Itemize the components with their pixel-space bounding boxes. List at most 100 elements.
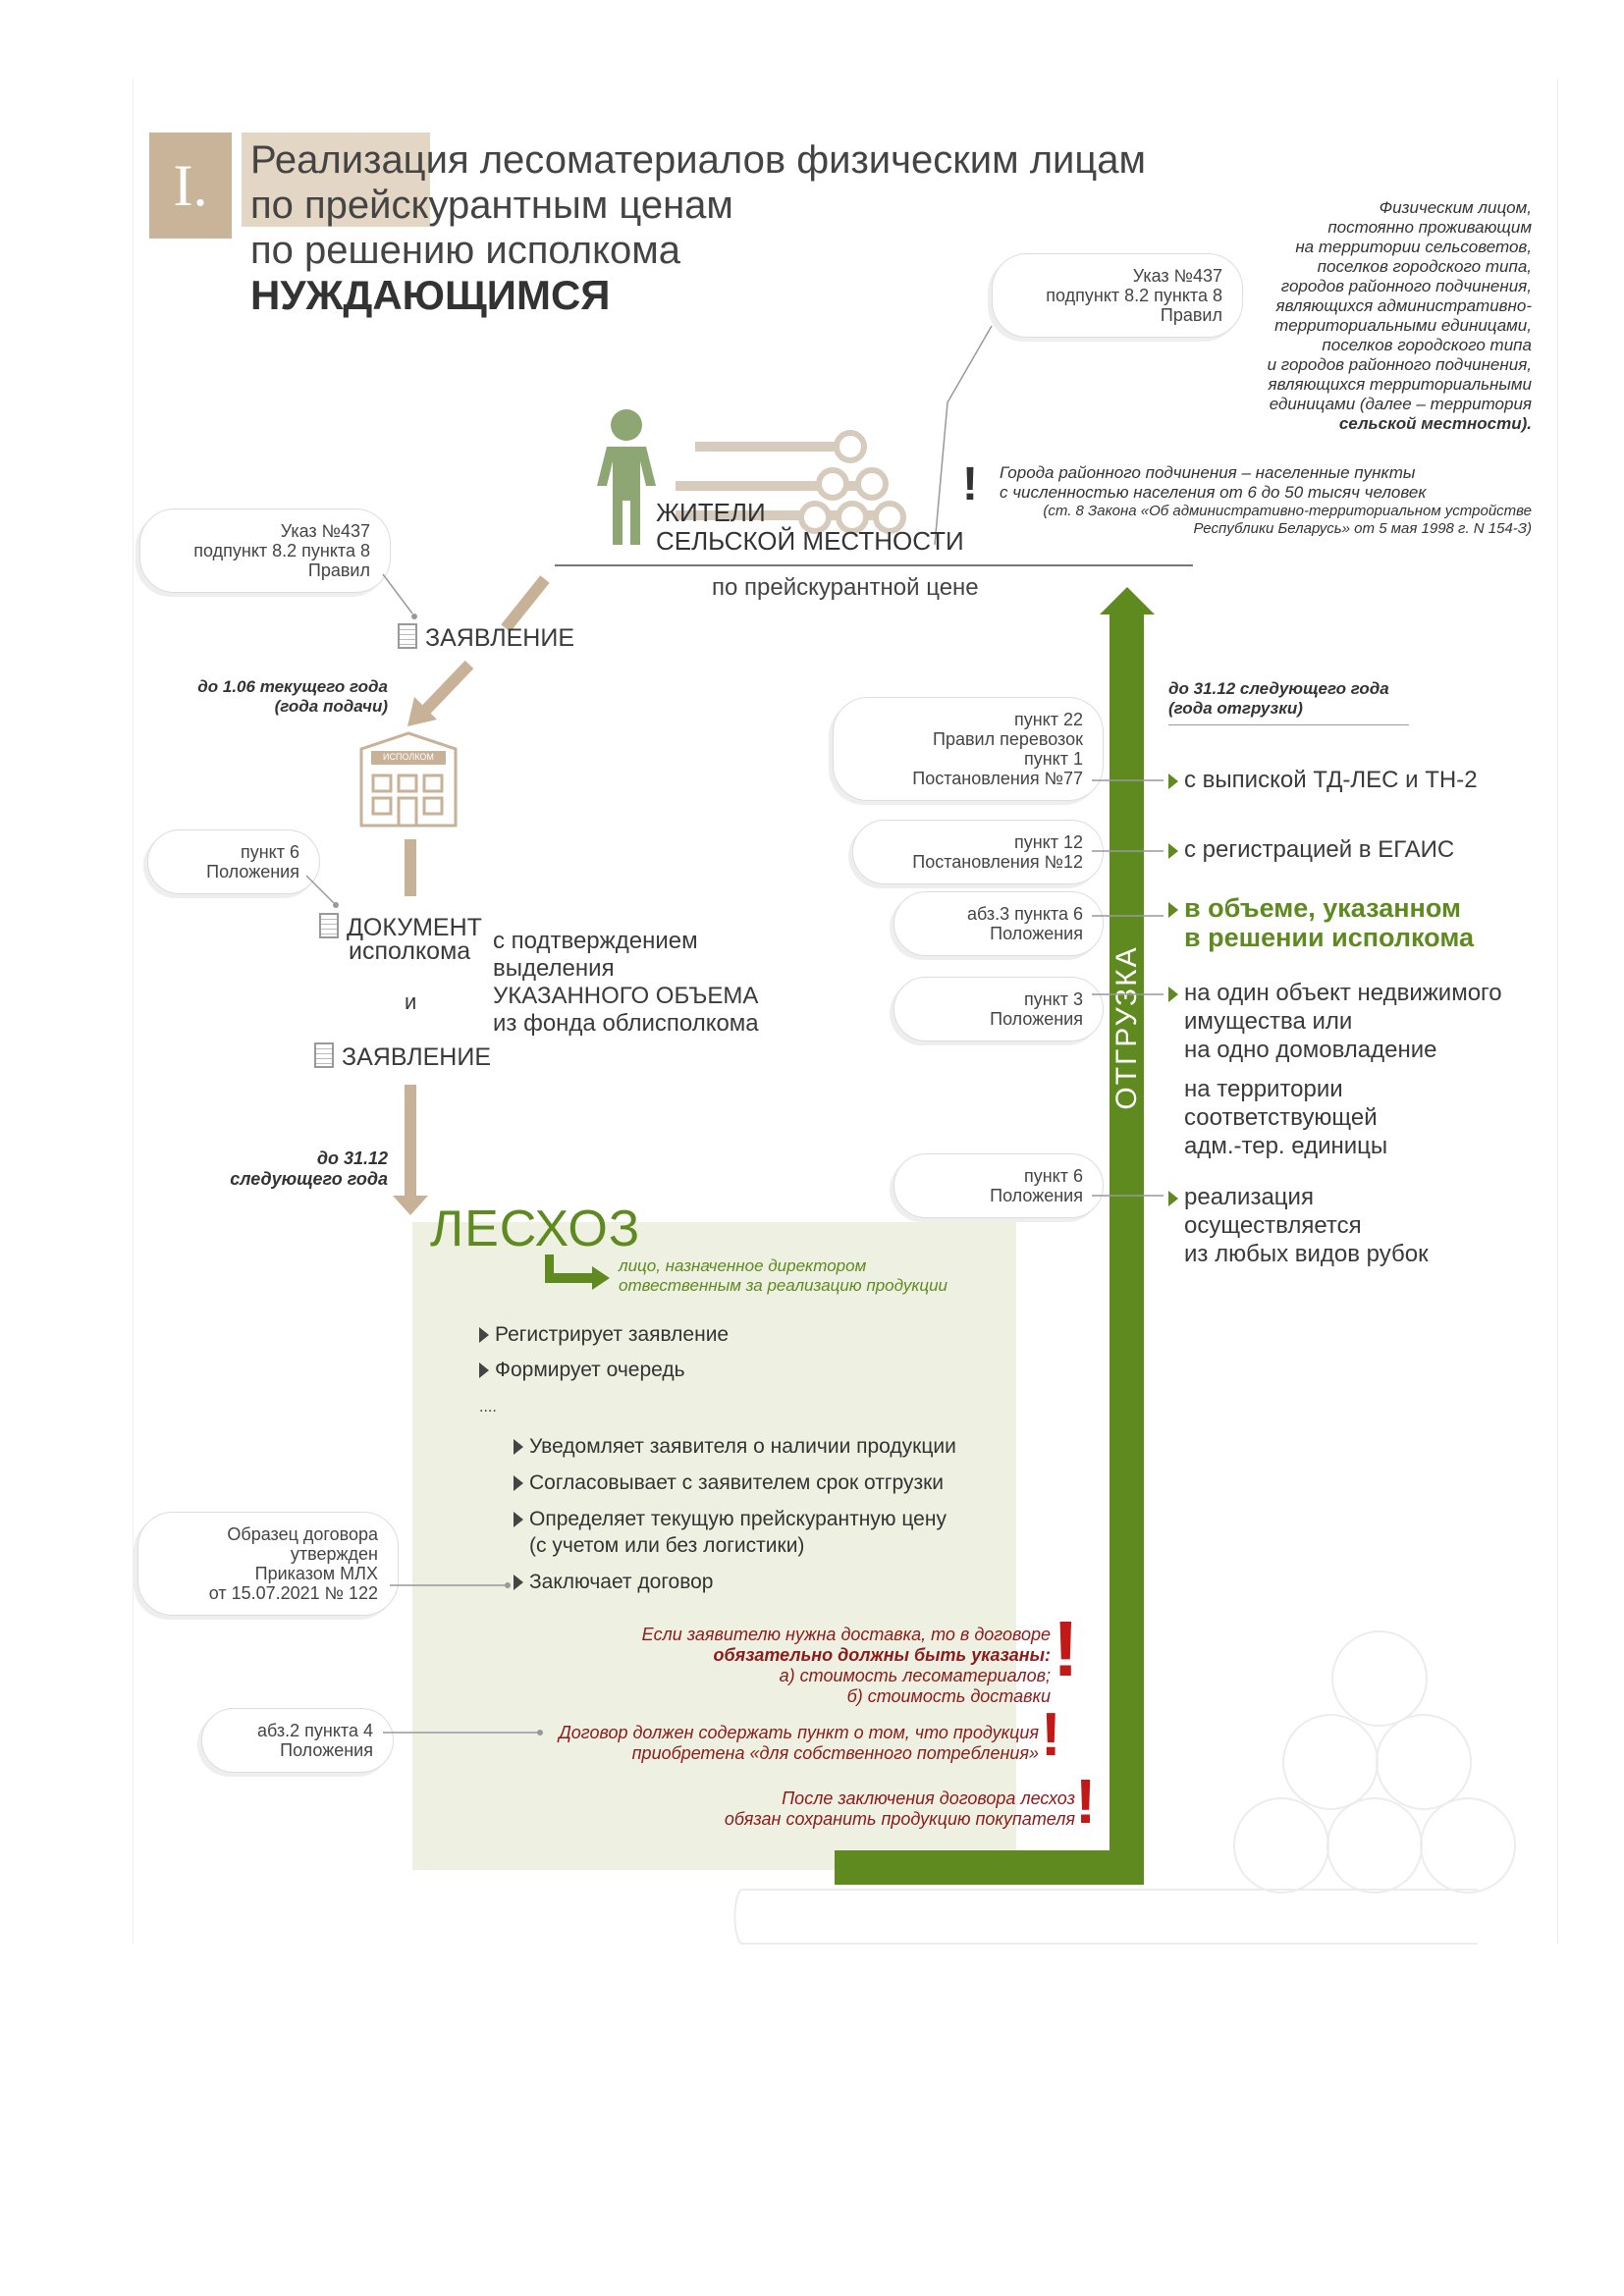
zayavlenie-1: ЗАЯВЛЕНИЕ — [398, 623, 574, 653]
condition-any-cutting: реализация осуществляется из любых видов… — [1168, 1183, 1429, 1268]
ref-text: Указ №437 — [1132, 266, 1222, 286]
ref-p22-p1: пункт 22 Правил перевозок пункт 1 Постан… — [833, 697, 1104, 801]
ref-text: Положения — [990, 1009, 1083, 1029]
leader-line-abz2 — [383, 1730, 543, 1735]
ref-text: пункт 1 — [1023, 749, 1083, 769]
ref-text: Постановления №12 — [912, 852, 1083, 872]
ref-text: Положения — [206, 862, 299, 881]
bullet-icon — [479, 1362, 489, 1379]
bullet-icon — [514, 1575, 523, 1591]
ref-text: от 15.07.2021 № 122 — [208, 1583, 378, 1603]
right-leader-lines — [1092, 779, 1164, 1197]
bullet-icon — [514, 1439, 523, 1456]
list-item: Формирует очередь — [479, 1356, 729, 1385]
document-icon — [319, 913, 339, 938]
warning-own-use: Договор должен содержать пункт о том, чт… — [530, 1723, 1039, 1764]
warning-keep-product: После заключения договора лесхоз обязан … — [628, 1789, 1075, 1830]
list-item-sub: (с учетом или без логистики) — [529, 1534, 805, 1557]
definition-line: территориальными единицами, — [1274, 316, 1532, 335]
warning-line: а) стоимость лесоматериалов; — [779, 1666, 1051, 1685]
warning-line: Если заявителю нужна доставка, то в дого… — [641, 1625, 1051, 1644]
shipment-arrow-head — [1100, 587, 1155, 614]
ispolkom-building-icon — [359, 731, 458, 828]
ref-text: Положения — [990, 1186, 1083, 1205]
document-ispolkom: ДОКУМЕНТ исполкома — [319, 913, 482, 964]
warning-line: приобретена «для собственного потреблени… — [631, 1743, 1039, 1763]
bullet-icon — [514, 1475, 523, 1492]
leshoz-title: ЛЕСХОЗ — [430, 1201, 641, 1257]
bullet-icon — [479, 1327, 489, 1344]
confirm-text: с подтверждением выделения УКАЗАННОГО ОБ… — [493, 928, 759, 1038]
leader-line-p6 — [305, 875, 339, 908]
leader-line-top — [934, 325, 993, 546]
title-line-1: Реализация лесоматериалов физическим лиц… — [250, 138, 1147, 182]
ref-text: Постановления №77 — [912, 769, 1083, 788]
document-line-1: ДОКУМЕНТ — [347, 914, 482, 941]
section-number: I. — [149, 133, 232, 239]
city-note-law: Республики Беларусь» от 5 мая 1998 г. N … — [1193, 520, 1532, 537]
definition-line: поселков городского типа, — [1317, 257, 1532, 276]
definition-line: являющихся территориальными — [1268, 375, 1532, 394]
residents-line-2: СЕЛЬСКОЙ МЕСТНОСТИ — [656, 526, 964, 556]
flow-arrows-top — [407, 575, 550, 726]
leshoz-person-line: лицо, назначенное директором — [619, 1256, 867, 1275]
definition-line: поселков городского типа — [1322, 336, 1532, 354]
deadline-1: до 1.06 текущего года (года подачи) — [182, 677, 388, 717]
warning-line: После заключения договора лесхоз — [782, 1789, 1075, 1808]
ref-p3: пункт 3 Положения — [893, 977, 1104, 1041]
warning-line: обязательно должны быть указаны: — [713, 1645, 1051, 1665]
title-line-2: по прейскурантным ценам — [250, 184, 733, 227]
ref-p6-right: пункт 6 Положения — [893, 1153, 1104, 1218]
exclamation-icon: ! — [1041, 1701, 1061, 1769]
page-title: Реализация лесоматериалов физическим лиц… — [250, 137, 1146, 319]
ref-text: Правил — [1160, 305, 1222, 325]
leader-line-left-top — [382, 573, 417, 619]
ref-text: пункт 12 — [1013, 832, 1083, 852]
definition-line: и городов районного подчинения, — [1267, 355, 1532, 374]
deadline-line: следующего года — [230, 1169, 388, 1189]
leshoz-steps-2: Уведомляет заявителя о наличии продукции… — [514, 1433, 956, 1595]
city-note: ! Города районного подчинения – населенн… — [962, 458, 1532, 538]
deadline-3: до 31.12 следующего года (года отгрузки) — [1168, 679, 1389, 719]
title-line-3: по решению исполкома — [250, 229, 681, 272]
list-item: Заключает договор — [514, 1569, 956, 1595]
title-highlight — [242, 133, 430, 227]
ref-text: Указ №437 — [280, 521, 370, 541]
residents-line-1: ЖИТЕЛИ — [656, 498, 766, 527]
definition-line: постоянно проживающим — [1327, 218, 1532, 237]
person-icon — [597, 409, 656, 545]
flow-bar-2 — [405, 1085, 416, 1198]
ref-ukaz-437-top: Указ №437 подпункт 8.2 пункта 8 Правил — [992, 253, 1243, 338]
ref-text: подпункт 8.2 пункта 8 — [193, 541, 370, 561]
deadline-line: до 31.12 следующего года — [1168, 679, 1389, 698]
ref-text: Правил — [307, 561, 370, 580]
deadline-line: до 1.06 текущего года — [197, 677, 388, 696]
shipment-bar-vertical — [1110, 611, 1144, 1885]
confirm-line: с подтверждением — [493, 928, 698, 954]
definition-line: Физическим лицом, — [1379, 198, 1532, 217]
warning-line: обязан сохранить продукцию покупателя — [724, 1809, 1075, 1829]
residents-label: ЖИТЕЛИ СЕЛЬСКОЙ МЕСТНОСТИ — [656, 499, 964, 556]
leader-line-contract — [390, 1582, 511, 1588]
ref-text: утвержден — [290, 1544, 378, 1564]
leshoz-person: лицо, назначенное директором отвественны… — [619, 1256, 947, 1296]
ref-text: Образец договора — [227, 1524, 378, 1544]
ref-contract-sample: Образец договора утвержден Приказом МЛХ … — [137, 1512, 399, 1616]
condition-one-object: на один объект недвижимого имущества или… — [1168, 979, 1502, 1064]
warning-line: Договор должен содержать пункт о том, чт… — [559, 1723, 1039, 1742]
definition-line: на территории сельсоветов, — [1295, 238, 1532, 256]
list-item: Определяет текущую прейскурантную цену — [514, 1506, 956, 1532]
deadline-line: (года отгрузки) — [1168, 699, 1303, 718]
deadline-line: (года подачи) — [274, 697, 388, 716]
exclamation-icon: ! — [962, 458, 978, 510]
ellipsis: .... — [479, 1399, 497, 1415]
definition-line: единицами (далее – территория — [1269, 395, 1532, 413]
and-label: и — [405, 989, 417, 1014]
warning-delivery: Если заявителю нужна доставка, то в дого… — [589, 1625, 1051, 1707]
definition-line: сельской местности). — [1338, 414, 1532, 433]
leshoz-panel — [412, 1222, 1016, 1870]
confirm-line: выделения — [493, 955, 615, 982]
leshoz-person-line: отвественным за реализацию продукции — [619, 1276, 947, 1295]
ispolkom-sign: ИСПОЛКОМ — [383, 752, 434, 762]
title-line-4: НУЖДАЮЩИМСЯ — [250, 272, 611, 318]
